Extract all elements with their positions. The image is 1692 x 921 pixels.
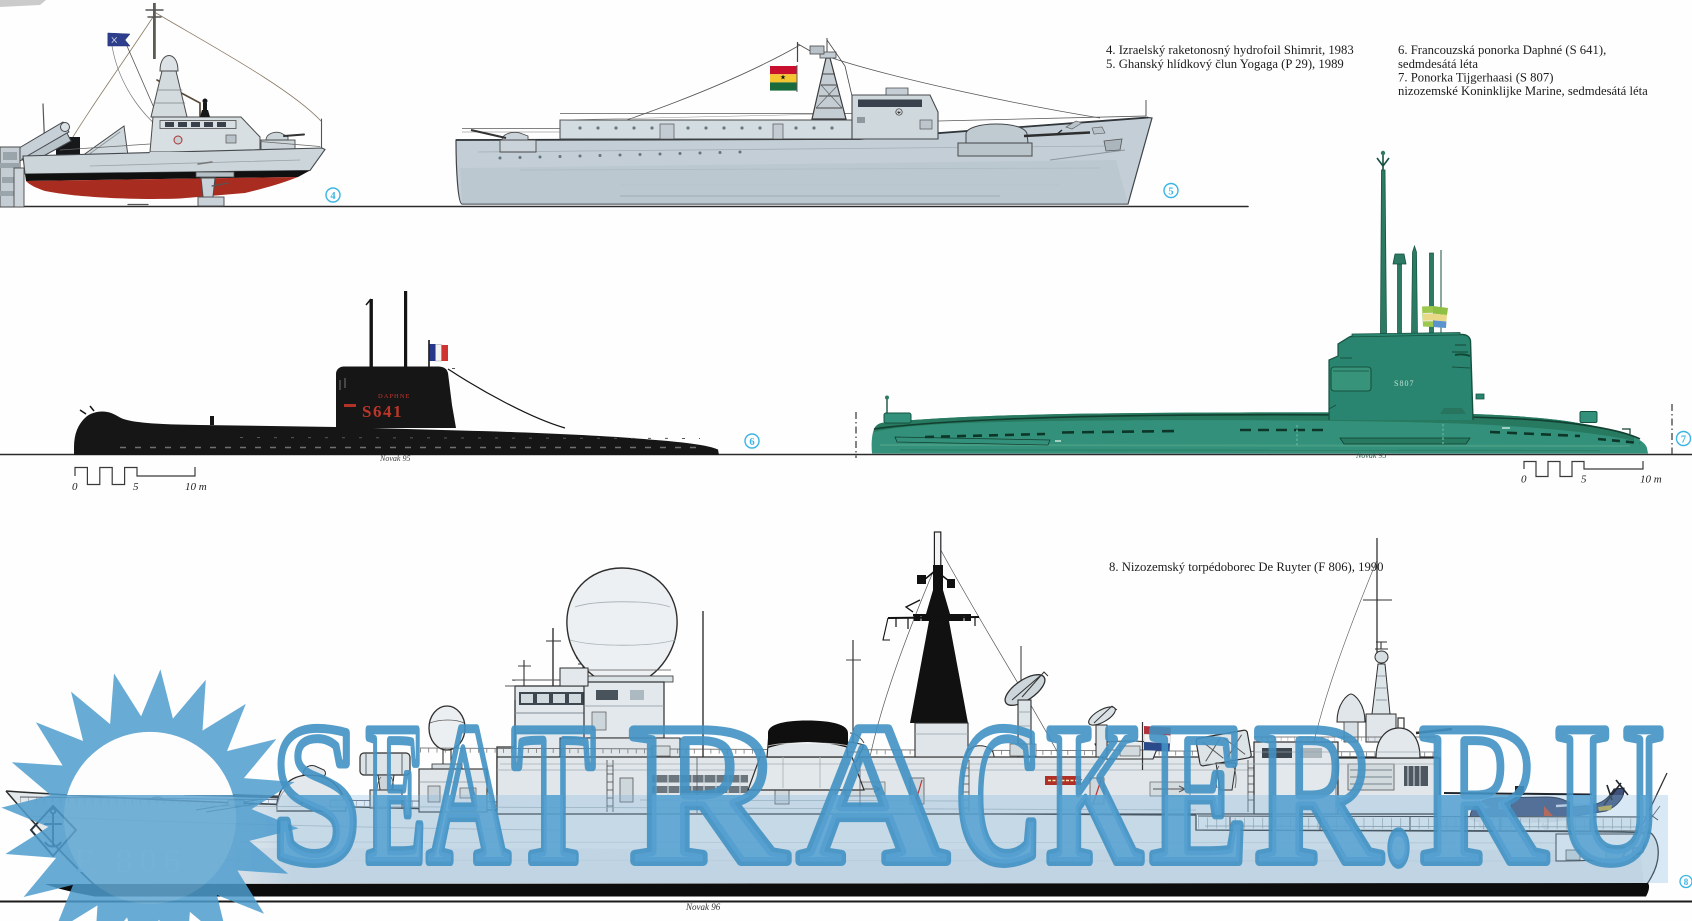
svg-text:4: 4 <box>330 191 336 202</box>
svg-text:10 m: 10 m <box>185 481 207 493</box>
svg-text:T: T <box>512 684 595 906</box>
svg-text:R: R <box>1420 684 1547 906</box>
svg-text:Novak 96: Novak 96 <box>685 902 721 912</box>
svg-text:8. Nizozemský torpédoborec De: 8. Nizozemský torpédoborec De Ruyter (F … <box>1109 560 1383 574</box>
svg-text:S641: S641 <box>362 402 403 421</box>
svg-text:sedmdesátá léta: sedmdesátá léta <box>1398 57 1478 71</box>
svg-text:0: 0 <box>1521 474 1527 486</box>
svg-text:E: E <box>1150 684 1248 906</box>
svg-text:R: R <box>630 684 787 906</box>
svg-text:Novak 95: Novak 95 <box>1355 451 1386 460</box>
svg-text:K: K <box>1047 684 1143 906</box>
svg-text:U: U <box>1555 684 1664 906</box>
svg-text:nizozemské Koninklijke Marine,: nizozemské Koninklijke Marine, sedmdesát… <box>1398 84 1648 98</box>
svg-text:S: S <box>272 684 360 906</box>
svg-text:6. Francouzská ponorka Daphné: 6. Francouzská ponorka Daphné (S 641), <box>1398 43 1606 57</box>
svg-text:10 m: 10 m <box>1640 474 1662 486</box>
svg-text:5: 5 <box>1168 186 1173 197</box>
svg-text:A: A <box>427 684 510 906</box>
svg-text:0: 0 <box>72 481 78 493</box>
svg-text:R: R <box>1420 684 1547 906</box>
svg-text:U: U <box>1555 684 1664 906</box>
svg-text:C: C <box>955 684 1043 906</box>
svg-text:A: A <box>798 684 948 906</box>
svg-text:R: R <box>1255 684 1382 906</box>
svg-text:.: . <box>1385 684 1412 906</box>
svg-text:E: E <box>366 684 426 906</box>
svg-text:4. Izraelský raketonosný hydro: 4. Izraelský raketonosný hydrofoil Shimr… <box>1106 43 1354 57</box>
svg-text:A: A <box>798 684 948 906</box>
svg-text:5. Ghanský hlídkový člun Yogag: 5. Ghanský hlídkový člun Yogaga (P 29), … <box>1106 57 1344 71</box>
svg-text:C: C <box>955 684 1043 906</box>
svg-text:S: S <box>272 684 360 906</box>
svg-text:S807: S807 <box>1394 379 1414 388</box>
svg-text:6: 6 <box>749 437 754 448</box>
svg-text:5: 5 <box>133 481 139 493</box>
svg-text:5: 5 <box>1581 474 1587 486</box>
svg-text:A: A <box>427 684 510 906</box>
svg-text:R: R <box>1255 684 1382 906</box>
svg-text:Novak 95: Novak 95 <box>379 454 410 463</box>
svg-text:R: R <box>630 684 787 906</box>
svg-text:K: K <box>1047 684 1143 906</box>
svg-text:7: 7 <box>1681 434 1686 445</box>
svg-text:E: E <box>366 684 426 906</box>
svg-text:T: T <box>512 684 595 906</box>
svg-text:E: E <box>1150 684 1248 906</box>
svg-text:8: 8 <box>1684 877 1689 887</box>
svg-text:DAPHNE: DAPHNE <box>378 393 410 400</box>
svg-text:7. Ponorka Tijgerhaasi (S 807): 7. Ponorka Tijgerhaasi (S 807) <box>1398 70 1553 84</box>
svg-text:.: . <box>1385 684 1412 906</box>
